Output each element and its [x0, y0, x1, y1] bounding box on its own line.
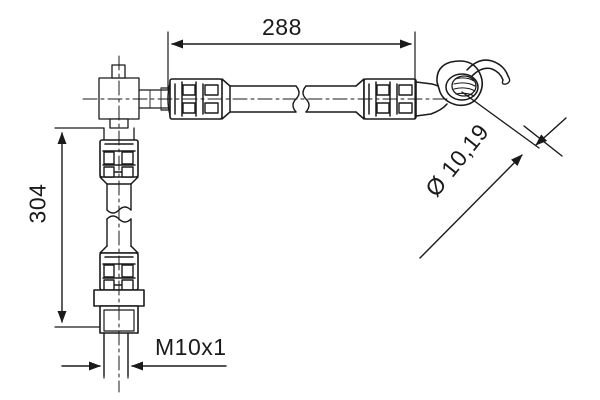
hose-body-upper-left: [229, 85, 297, 113]
dimension-288: [167, 31, 416, 119]
crimp-ferrule-left: [167, 78, 231, 120]
vertical-hose-assembly: [93, 127, 145, 377]
dimension-m10x1: [61, 332, 227, 379]
hose-body-vertical-lower: [106, 218, 132, 247]
leader-arrow-upper: [535, 117, 567, 146]
vertical-neck: [103, 127, 135, 141]
hose-body-upper-right: [305, 85, 357, 113]
leader-line-upper: [461, 91, 540, 149]
curved-retaining-tab: [466, 59, 511, 85]
dimension-label-304: 304: [24, 183, 51, 224]
dimension-label-288: 288: [262, 14, 302, 40]
dimension-label-thread: M10x1: [155, 334, 227, 360]
centerlines: [82, 55, 448, 393]
dimension-304: [54, 127, 105, 328]
dimension-diameter: [419, 91, 567, 259]
horizontal-hose-assembly: [98, 59, 511, 129]
leader-line-lower: [419, 154, 523, 259]
hose-body-vertical-upper: [106, 183, 132, 211]
banjo-eye-fitting: [436, 60, 484, 107]
threaded-stub: [103, 332, 129, 377]
